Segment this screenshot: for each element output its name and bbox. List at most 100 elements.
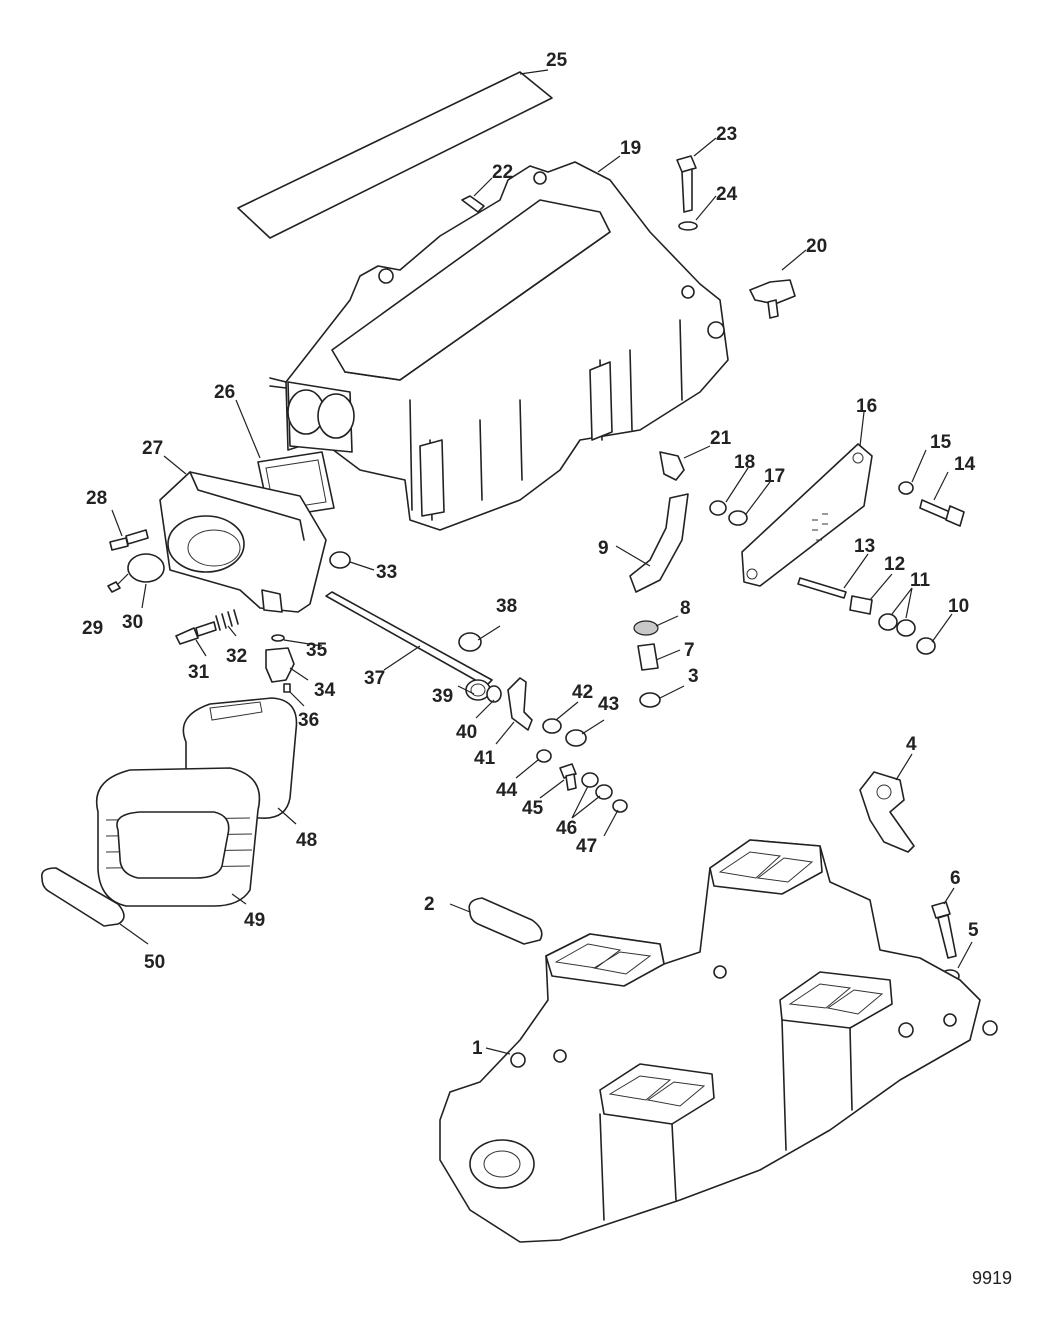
callout-29: 29 <box>82 618 103 639</box>
part-o-ring-38 <box>458 632 482 652</box>
part-washer-44 <box>536 749 552 763</box>
callout-26: 26 <box>214 382 235 403</box>
callout-13: 13 <box>854 536 875 557</box>
part-throttle-lever <box>507 677 533 731</box>
part-spring-32 <box>215 609 239 631</box>
callout-2: 2 <box>424 894 435 915</box>
callout-40: 40 <box>456 722 477 743</box>
part-spring-39 <box>465 679 491 701</box>
part-bushing-40 <box>486 685 502 703</box>
part-nut-18 <box>709 500 727 516</box>
callout-16: 16 <box>856 396 877 417</box>
part-filter-seal-50 <box>40 867 125 927</box>
callout-38: 38 <box>496 596 517 617</box>
part-throttle-shaft <box>325 591 493 687</box>
part-gasket-2 <box>468 897 543 945</box>
callout-21: 21 <box>710 428 732 449</box>
part-washers-11 <box>878 613 916 637</box>
callout-39: 39 <box>432 686 453 707</box>
callout-20: 20 <box>806 236 827 257</box>
part-bolt-22 <box>461 195 485 213</box>
part-hose-9 <box>629 493 689 593</box>
part-stud-13 <box>797 577 847 599</box>
callout-1: 1 <box>472 1038 483 1059</box>
part-bracket-16 <box>741 443 873 587</box>
callout-17: 17 <box>764 466 785 487</box>
part-washers-46 <box>581 772 613 800</box>
part-throttle-body <box>159 471 327 613</box>
callout-5: 5 <box>968 920 979 941</box>
callout-27: 27 <box>142 438 163 459</box>
callout-33: 33 <box>376 562 397 583</box>
part-nut-43 <box>565 729 587 747</box>
part-fitting-7 <box>637 643 659 671</box>
part-spacer-12 <box>849 595 873 615</box>
callout-48: 48 <box>296 830 317 851</box>
callout-23: 23 <box>716 124 737 145</box>
callout-41: 41 <box>474 748 496 769</box>
part-hose-clamp-8 <box>633 620 659 636</box>
part-washer-24 <box>678 221 698 231</box>
callout-28: 28 <box>86 488 107 509</box>
callout-4: 4 <box>906 734 917 755</box>
callout-7: 7 <box>684 640 695 661</box>
callout-8: 8 <box>680 598 691 619</box>
callout-37: 37 <box>364 668 385 689</box>
figure-number: 9919 <box>972 1268 1012 1288</box>
leader-lines <box>111 69 973 1055</box>
part-screw-29 <box>107 581 121 593</box>
part-fitting-3 <box>639 692 661 708</box>
callout-49: 49 <box>244 910 265 931</box>
part-elbow-fitting-21 <box>659 451 685 481</box>
part-plate-30 <box>127 553 165 583</box>
callout-50: 50 <box>144 952 165 973</box>
part-screw-28 <box>109 529 149 551</box>
part-bolt-45 <box>559 763 577 791</box>
part-washer-15 <box>898 481 914 495</box>
callout-30: 30 <box>122 612 143 633</box>
callout-15: 15 <box>930 432 952 453</box>
callout-32: 32 <box>226 646 247 667</box>
callout-22: 22 <box>492 162 513 183</box>
callout-3: 3 <box>688 666 699 687</box>
callout-34: 34 <box>314 680 336 701</box>
callout-47: 47 <box>576 836 597 857</box>
callout-9: 9 <box>598 538 609 559</box>
part-bolt-6 <box>931 901 957 959</box>
callout-18: 18 <box>734 452 755 473</box>
part-sensor-34 <box>265 647 295 683</box>
callout-11: 11 <box>910 570 931 591</box>
callout-19: 19 <box>620 138 641 159</box>
callout-25: 25 <box>546 50 568 71</box>
part-air-filter-element <box>96 767 261 907</box>
callout-36: 36 <box>298 710 319 731</box>
part-washer-17 <box>728 510 748 526</box>
part-screw-36 <box>283 683 291 693</box>
callout-45: 45 <box>522 798 544 819</box>
callout-6: 6 <box>950 868 961 889</box>
part-bolt-23 <box>676 155 697 213</box>
part-vacuum-fitting <box>749 279 796 319</box>
callout-24: 24 <box>716 184 738 205</box>
callout-12: 12 <box>884 554 905 575</box>
part-washer-42 <box>542 718 562 734</box>
callout-43: 43 <box>598 694 619 715</box>
callout-35: 35 <box>306 640 328 661</box>
part-plug-33 <box>329 551 351 569</box>
callout-10: 10 <box>948 596 969 617</box>
callout-44: 44 <box>496 780 518 801</box>
callout-42: 42 <box>572 682 593 703</box>
part-bolt-14 <box>919 499 965 527</box>
part-nut-10 <box>916 637 936 655</box>
part-bracket-4 <box>859 771 915 853</box>
part-upper-intake-plenum <box>269 161 729 531</box>
callout-labels: 25 19 23 24 22 20 26 27 28 21 16 15 14 1… <box>82 50 979 1059</box>
part-plenum-gasket <box>237 71 553 239</box>
part-screw-31 <box>175 621 217 645</box>
part-lower-intake-manifold <box>439 839 998 1243</box>
callout-31: 31 <box>188 662 210 683</box>
callout-46: 46 <box>556 818 577 839</box>
part-o-ring-35 <box>271 634 285 642</box>
